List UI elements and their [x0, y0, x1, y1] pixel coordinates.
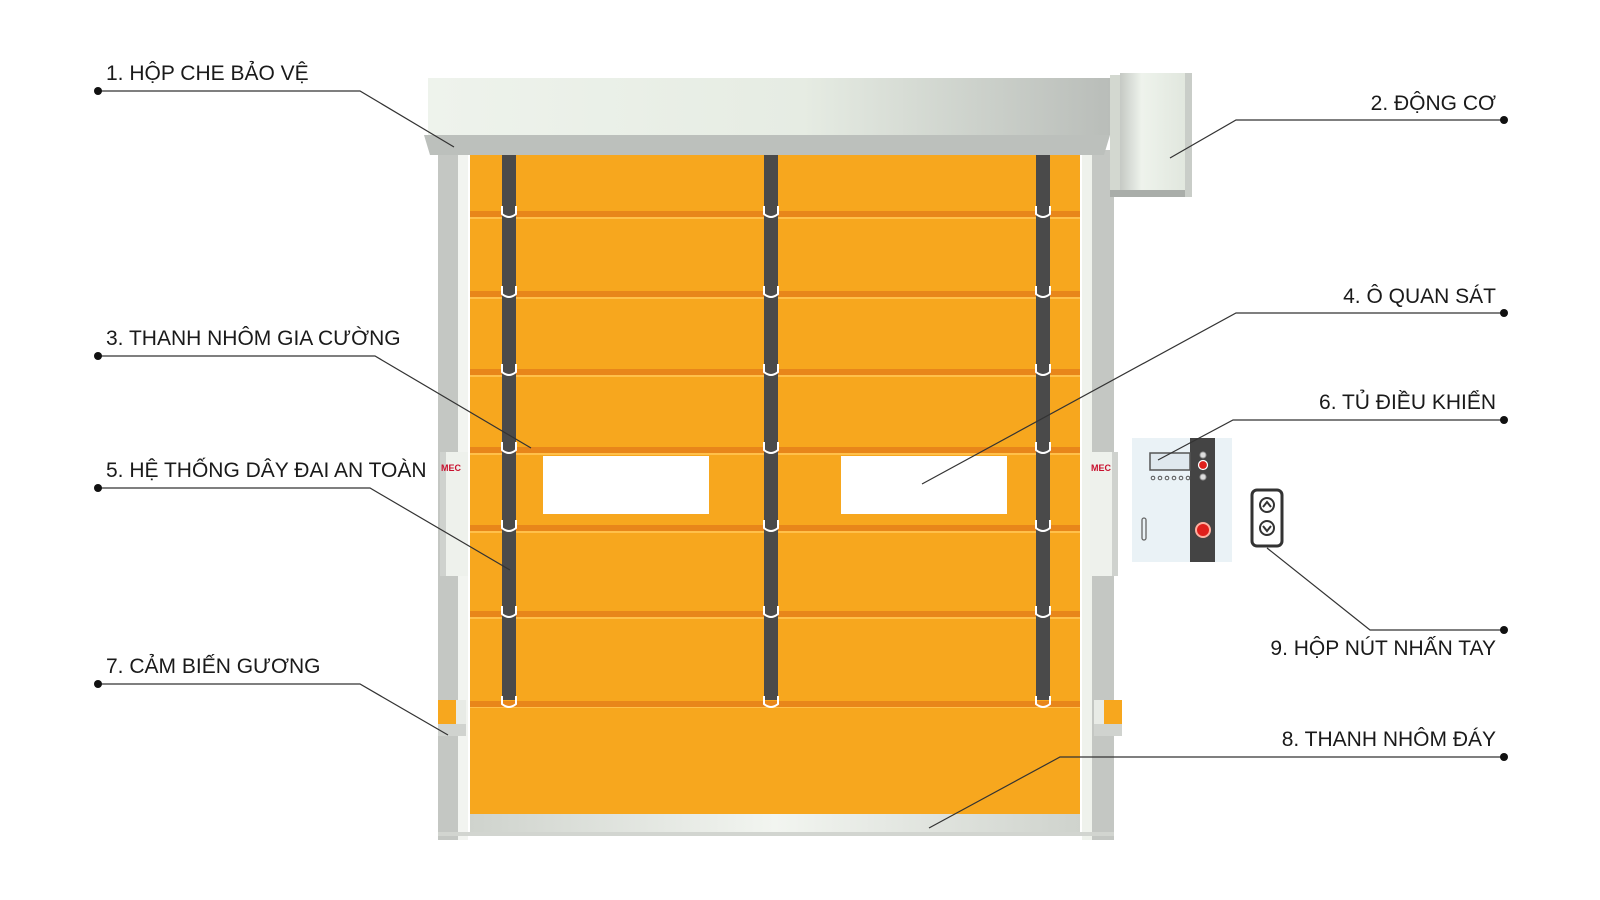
- leader-line-5: [98, 487, 511, 571]
- curtain-bottom-panel: [470, 708, 1080, 814]
- belt-hook: [501, 520, 517, 532]
- belt-hook: [501, 286, 517, 298]
- belt-hook: [1035, 520, 1051, 532]
- cabinet-display: [1149, 452, 1191, 471]
- belt-hook: [501, 606, 517, 618]
- callout-mirror-sensor: 7. CẢM BIẾN GƯƠNG: [106, 655, 320, 678]
- leader-line-8: [928, 756, 1504, 829]
- belt-hook: [501, 206, 517, 218]
- belt-hook: [1035, 206, 1051, 218]
- cabinet-indicator-bottom: [1199, 473, 1207, 481]
- protective-cover: [424, 78, 1110, 155]
- belt-hook: [763, 606, 779, 618]
- cabinet-indicator-top: [1199, 451, 1207, 459]
- belt-hook: [763, 364, 779, 376]
- control-cabinet: [1132, 438, 1232, 562]
- leader-line-4: [921, 312, 1504, 485]
- emergency-stop-button: [1195, 522, 1211, 538]
- safety-belt: [764, 155, 778, 700]
- motor: [1110, 73, 1192, 197]
- viewing-window-left: [543, 456, 709, 514]
- belt-hook: [501, 696, 517, 708]
- bottom-aluminum-bar: [470, 814, 1080, 832]
- belt-hook: [763, 286, 779, 298]
- leader-line-1: [98, 90, 455, 148]
- left-brand-plate: MEC: [440, 452, 468, 576]
- callout-push-button-box: 9. HỘP NÚT NHẤN TAY: [1270, 637, 1496, 660]
- callout-bottom-aluminum-bar: 8. THANH NHÔM ĐÁY: [1282, 728, 1496, 751]
- leader-line-3: [98, 355, 532, 449]
- belt-hook: [501, 364, 517, 376]
- belt-hook: [763, 442, 779, 454]
- belt-hook: [1035, 606, 1051, 618]
- down-arrow-button-icon: [1259, 520, 1275, 536]
- belt-hook: [763, 696, 779, 708]
- viewing-window-right: [841, 456, 1007, 514]
- belt-hook: [1035, 286, 1051, 298]
- leader-line-7: [98, 683, 449, 736]
- callout-viewing-window: 4. Ô QUAN SÁT: [1343, 285, 1496, 308]
- belt-hook: [1035, 442, 1051, 454]
- callout-motor: 2. ĐỘNG CƠ: [1371, 92, 1496, 115]
- safety-belt-system: [501, 155, 1051, 708]
- callout-aluminum-reinforcement-bar: 3. THANH NHÔM GIA CƯỜNG: [106, 327, 401, 350]
- belt-hook: [763, 206, 779, 218]
- belt-hook: [501, 442, 517, 454]
- leader-line-2: [1169, 119, 1504, 159]
- belt-hook: [1035, 364, 1051, 376]
- floor-line: [438, 832, 1114, 836]
- callout-safety-belt-system: 5. HỆ THỐNG DÂY ĐAI AN TOÀN: [106, 458, 427, 482]
- leader-dots: [94, 87, 1508, 761]
- right-brand-plate: MEC: [1090, 452, 1118, 576]
- belt-hook: [1035, 696, 1051, 708]
- belt-hook: [763, 520, 779, 532]
- safety-belt: [1036, 155, 1050, 700]
- mirror-sensor-right: [1094, 700, 1122, 736]
- leader-lines: [98, 90, 1504, 829]
- leader-line-6: [1157, 419, 1504, 461]
- safety-belt: [502, 155, 516, 700]
- brand-logo-right: MEC: [1091, 463, 1112, 473]
- up-arrow-button-icon: [1259, 497, 1275, 513]
- callout-protective-cover: 1. HỘP CHE BẢO VỆ: [106, 62, 309, 85]
- cabinet-handle: [1141, 517, 1147, 541]
- callout-control-cabinet: 6. TỦ ĐIỀU KHIỂN: [1319, 390, 1496, 414]
- cabinet-small-buttons: [1150, 475, 1191, 481]
- mirror-sensor-left: [438, 700, 466, 736]
- leader-line-9: [1266, 547, 1504, 631]
- push-button-box: [1250, 488, 1284, 548]
- brand-logo-left: MEC: [441, 463, 462, 473]
- cabinet-red-button: [1197, 459, 1209, 471]
- curtain-seam: [470, 701, 1080, 707]
